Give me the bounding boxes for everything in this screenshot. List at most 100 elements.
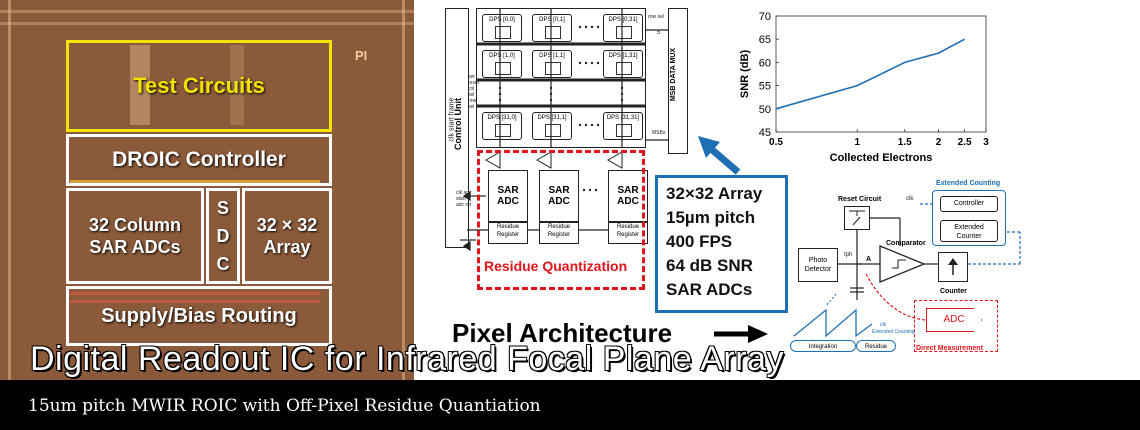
direct-measurement-frame [914,300,998,352]
x-tick-label: 1.5 [898,137,912,148]
chip-texture [70,180,320,183]
extended-counter-block: Extended Counter [940,220,998,242]
y-tick-label: 65 [759,34,771,46]
blue-pointer-arrow [698,136,741,175]
dps-cell: DPS [1,1] [532,50,572,78]
dps-cell: DPS [31,1] [532,112,572,140]
y-tick-label: 70 [759,11,771,23]
snr-series-line [775,38,966,110]
chip-texture [0,22,414,25]
y-tick-label: 60 [759,57,771,69]
msbs-label: MSBs [652,130,666,136]
dps-cell: DPS [0,1] [532,14,572,42]
sar-adcs-block: 32 Column SAR ADCs [66,188,204,284]
main-title: Digital Readout IC for Infrared Focal Pl… [30,340,784,378]
array-block: 32 × 32 Array [242,188,332,284]
x-axis-label: Collected Electrons [830,152,933,164]
reset-circuit-label: Reset Circuit [838,196,882,203]
supply-routing-block: Supply/Bias Routing [66,286,332,346]
spec-line: 32×32 Array [666,184,763,203]
chip-texture [230,45,244,125]
row-sel-label: row sel [648,14,664,20]
reset-circuit-block [844,206,870,230]
adc-block: ADC [926,308,982,332]
direct-measurement-label: Direct Measurement [916,345,983,352]
spec-line: SAR ADCs [666,280,753,299]
spec-line: 15µm pitch [666,208,756,227]
adc-signals-label: clk adc start adc rst [456,190,472,208]
pixel-architecture-label: Pixel Architecture [452,318,673,348]
clk-small-label: clk [880,322,887,328]
sdc-letter: C [216,254,230,274]
residue-quantization-label: Residue Quantization [484,258,628,274]
x-tick-label: 0.5 [769,137,783,148]
pixel-array-frame [476,8,646,148]
test-circuits-block: Test Circuits [66,40,332,132]
sar-adc-block: SAR ADC [608,170,648,222]
droic-controller-label: DROIC Controller [112,148,286,171]
caption-text: 15um pitch MWIR ROIC with Off-Pixel Resi… [28,396,541,416]
chip-texture [130,45,150,125]
x-tick-label: 2 [936,137,942,148]
residue-quantization-box [477,150,645,290]
bus-width-label: 5 [657,30,661,36]
sar-adc-block: SAR ADC [488,170,528,222]
y-tick-label: 45 [759,127,771,139]
spec-box: 32×32 Array 15µm pitch 400 FPS 64 dB SNR… [655,175,788,313]
residue-pill: Residue [856,340,896,352]
sar-adc-block: SAR ADC [539,170,579,222]
dps-cell: DPS [0,0] [482,14,522,42]
chip-corner-mark: PI [355,48,368,63]
sar-adcs-label: 32 Column SAR ADCs [88,215,181,257]
control-unit-block: Control Unit [445,8,469,248]
test-circuits-label: Test Circuits [133,73,265,98]
dps-cell: DPS [1,31] [603,50,643,78]
supply-routing-label: Supply/Bias Routing [101,304,297,327]
residue-register-block: Residue Register [488,222,528,244]
y-tick-label: 50 [759,104,771,116]
chip-texture [8,0,11,380]
integration-pill: Integration [790,340,856,352]
x-tick-label: 3 [983,137,989,148]
array-label: 32 × 32 Array [256,215,318,257]
chip-texture [70,300,320,303]
controller-block: Controller [940,196,998,212]
msb-mux-block: MSB DATA MUX [668,8,688,154]
pixel-wiring [793,203,1021,338]
dps-cell: DPS [0,31] [603,14,643,42]
photo-detector-block: Photo Detector [798,248,838,282]
spec-line: 400 FPS [666,232,733,251]
chip-texture [402,0,405,380]
y-tick-label: 55 [759,81,771,93]
array-diagram: Control Unit clk start frame set reset c… [445,8,688,290]
chip-texture [0,10,414,13]
spec-line: 64 dB SNR [666,256,753,275]
counter-label: Counter [940,288,967,295]
chip-die-photo: PI Test Circuits DROIC Controller 32 Col… [0,0,414,380]
caption-bar [0,380,1140,430]
mid-signals-label: set reset col sel row sel [468,74,480,110]
pixel-architecture-arrow [714,325,768,343]
extended-counting-frame [932,190,1006,246]
pixel-diagram: Reset Circuit Extended Counting Controll… [790,180,1021,352]
residue-register-block: Residue Register [539,222,579,244]
up-arrow-icon [948,258,958,275]
clk-label: clk [906,196,914,202]
dps-cell: DPS [31,0] [482,112,522,140]
x-tick-label: 2.5 [958,137,972,148]
sdc-block: S D C [206,188,240,284]
comparator-symbol [879,245,926,283]
chip-texture [70,292,320,295]
residue-register-block: Residue Register [608,222,648,244]
droic-controller-block: DROIC Controller [66,134,332,186]
reset-switch-icon [849,210,865,226]
dps-cell: DPS [31,31] [603,112,643,140]
sdc-letter: S [216,198,229,218]
comparator-label: Comparator [886,240,926,247]
dps-cell: DPS [1,0] [482,50,522,78]
counter-block [938,252,968,282]
iph-label: Iph [844,252,853,258]
extended-counting-small-label: Extended Counting [872,329,915,335]
sdc-letter: D [216,226,230,246]
